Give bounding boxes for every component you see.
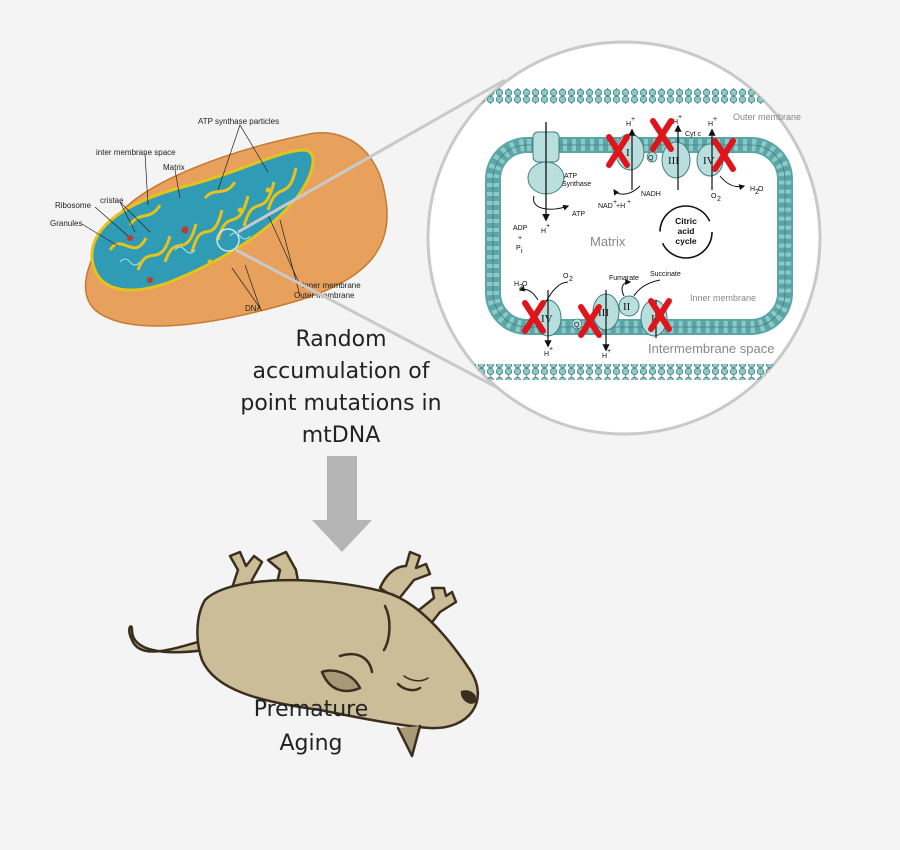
mutation-x-marks (522, 118, 736, 338)
label-h-atp-sup: + (546, 223, 550, 230)
label-cristae: cristae (100, 196, 124, 205)
x-mark (648, 298, 672, 332)
complex-ii-bottom: II (623, 301, 631, 313)
label-matrix: Matrix (163, 163, 185, 172)
x-mark (522, 300, 546, 334)
label-atp-synthase-particles: ATP synthase particles (198, 117, 279, 126)
label-h2o-top-tail: O (758, 186, 764, 193)
x-mark (606, 134, 630, 168)
mutation-caption: Random accumulation of point mutations i… (240, 327, 441, 448)
label-atp-synthase-1: ATP (564, 173, 577, 180)
complex-iv-bottom: IV (541, 313, 553, 325)
ribosome-dots (127, 187, 271, 283)
atp-synthase-complex (527, 122, 570, 222)
label-h-top-1: H (626, 121, 631, 128)
label-dna: DNA (245, 304, 263, 313)
label-atp-product: ATP (572, 211, 585, 218)
label-plus: + (518, 235, 522, 242)
label-h-bottom-2: H (602, 353, 607, 360)
label-pi: P (516, 245, 521, 252)
complex-iii-top: III (668, 155, 679, 167)
label-succinate: Succinate (650, 271, 681, 278)
label-o2-bottom-sub: 2 (569, 276, 573, 283)
label-h2o-top-sub: 2 (755, 189, 759, 196)
citric-line-2: acid (677, 226, 694, 236)
label-h2o-bottom-tail: O (522, 281, 528, 288)
citric-acid-cycle (659, 205, 713, 259)
caption-line-3: point mutations in (240, 391, 441, 416)
label-o2-top-sub: 2 (717, 196, 721, 203)
down-arrow (312, 456, 372, 552)
label-nad-tail: +H (616, 203, 625, 210)
label-nad-sup: + (613, 199, 617, 206)
q-top: Q (648, 155, 654, 162)
label-intermembrane-space: Intermembrane space (648, 341, 774, 356)
label-inner-membrane-zoom: Inner membrane (690, 293, 756, 303)
label-inter-membrane-space: inter membrane space (96, 148, 176, 157)
complex-i-bottom: I (651, 313, 655, 325)
mouse-illustration (128, 550, 480, 758)
label-outer-membrane-zoom: Outer membrane (733, 112, 801, 122)
label-h-top-2-sup: + (678, 114, 682, 121)
label-nadh: NADH (641, 191, 661, 198)
label-h-bottom-1: H (544, 351, 549, 358)
label-atp-synthase-2: Synthase (562, 181, 591, 188)
citric-line-3: cycle (675, 236, 697, 246)
label-h-bottom-1-sup: + (549, 346, 553, 353)
caption-line-1: Random (295, 327, 386, 352)
outcome-line-1: Premature (254, 697, 369, 722)
label-cyt-c: Cyt c (685, 131, 701, 138)
zoom-line-bottom (235, 248, 499, 390)
label-h2o-bottom: H (514, 281, 519, 288)
x-mark (650, 118, 674, 152)
outcome-line-2: Aging (279, 731, 342, 756)
label-matrix-zoom: Matrix (590, 234, 626, 249)
label-h-bottom-2-sup: + (607, 348, 611, 355)
label-granules: Granules (50, 219, 82, 228)
label-nad: NAD (598, 203, 613, 210)
complex-iii-bottom: III (598, 307, 609, 319)
label-ribosome: Ribosome (55, 201, 92, 210)
complex-i-top: I (626, 147, 630, 159)
caption-line-2: accumulation of (253, 359, 431, 384)
q-bottom: Q (574, 322, 580, 329)
label-inner-membrane: Inner membrane (302, 281, 361, 290)
label-h-top-1-sup: + (631, 116, 635, 123)
x-mark (578, 304, 602, 338)
label-adp: ADP (513, 225, 528, 232)
x-mark (712, 138, 736, 172)
label-o2-top: O (711, 193, 717, 200)
label-fumarate: Fumarate (609, 275, 639, 282)
mitochondrion-illustration (84, 132, 388, 327)
label-pi-sub: i (521, 248, 523, 255)
outcome-label: Premature Aging (254, 697, 369, 756)
label-h-top-3-sup: + (713, 116, 717, 123)
zoom-panel: Outer membrane Matrix Inner membrane Int… (426, 40, 822, 436)
complex-iv-top: IV (703, 155, 715, 167)
label-h-top-2: H (673, 119, 678, 126)
label-o2-bottom: O (563, 273, 569, 280)
outer-membrane-bottom (428, 364, 820, 380)
label-h-top-3: H (708, 121, 713, 128)
label-h2o-top: H (750, 186, 755, 193)
caption-line-4: mtDNA (302, 423, 381, 448)
citric-line-1: Citric (675, 216, 697, 226)
outer-membrane-top (428, 88, 820, 104)
label-h2o-bottom-sub: 2 (519, 284, 523, 291)
label-nad-tail-sup: + (627, 199, 631, 206)
label-h-atp: H (541, 228, 546, 235)
zoom-line-top (237, 78, 506, 234)
